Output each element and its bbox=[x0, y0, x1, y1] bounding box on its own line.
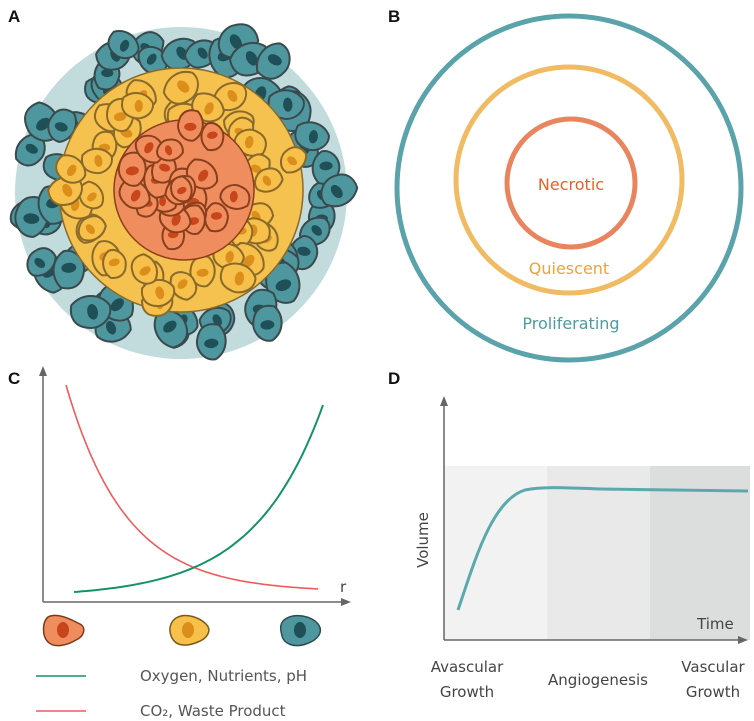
c-y-axis-arrow bbox=[39, 366, 47, 376]
cell bbox=[118, 179, 151, 210]
cell bbox=[279, 146, 308, 174]
necrotic-ring bbox=[504, 116, 638, 250]
necrotic-cell-icon bbox=[42, 614, 85, 647]
d-y-axis-label: Volume bbox=[414, 512, 432, 568]
avascular-phase-shade bbox=[444, 466, 547, 640]
cell bbox=[121, 92, 154, 120]
cell bbox=[134, 134, 165, 164]
c-x-axis-label: r bbox=[340, 578, 347, 596]
panel-d-letter: D bbox=[388, 369, 400, 388]
ring-diagram: Necrotic Quiescent Proliferating bbox=[394, 13, 744, 363]
panel-b-letter: B bbox=[388, 7, 400, 26]
cell bbox=[140, 278, 176, 308]
cell bbox=[255, 42, 291, 80]
cell bbox=[130, 253, 158, 285]
cell bbox=[233, 128, 267, 157]
cell bbox=[169, 271, 198, 301]
cell bbox=[177, 109, 204, 142]
tumor-spheroid-illustration bbox=[9, 23, 359, 361]
gradient-plot: r Oxygen, Nutrients, pH CO₂, Waste Produ… bbox=[36, 366, 351, 720]
vascular-phase-shade bbox=[650, 466, 750, 640]
proliferating-cell-icon bbox=[279, 614, 322, 647]
necrotic-cell-layer bbox=[117, 109, 251, 251]
cell bbox=[153, 309, 189, 349]
quiescent-cell-icon bbox=[169, 614, 210, 646]
cell bbox=[77, 215, 107, 242]
cell bbox=[252, 304, 283, 342]
panel-c-letter: C bbox=[8, 369, 20, 388]
phase-avascular-line2: Growth bbox=[440, 683, 494, 701]
phase-angiogenesis-label: Angiogenesis bbox=[548, 671, 648, 689]
cell bbox=[156, 138, 184, 162]
angiogenesis-phase-shade bbox=[547, 466, 650, 640]
growth-curve-plot: Volume Time Avascular Growth Angiogenesi… bbox=[414, 396, 750, 701]
cell bbox=[189, 255, 216, 288]
cell bbox=[162, 70, 199, 105]
cell bbox=[320, 173, 359, 208]
cell bbox=[254, 167, 284, 193]
cell bbox=[69, 295, 112, 329]
phase-avascular-line1: Avascular bbox=[431, 658, 504, 676]
cell bbox=[80, 147, 113, 175]
cell bbox=[219, 262, 257, 294]
necrotic-label: Necrotic bbox=[538, 175, 604, 194]
d-x-axis-arrow bbox=[738, 636, 748, 644]
phase-vascular-line2: Growth bbox=[686, 683, 740, 701]
cell bbox=[78, 180, 105, 210]
quiescent-ring bbox=[453, 64, 685, 296]
quiescent-label: Quiescent bbox=[529, 259, 609, 278]
cell bbox=[219, 184, 251, 210]
c-x-axis-arrow bbox=[341, 598, 351, 606]
cell bbox=[55, 154, 87, 184]
phase-vascular-line1: Vascular bbox=[681, 658, 745, 676]
proliferating-ring bbox=[394, 13, 744, 363]
legend-oxygen-label: Oxygen, Nutrients, pH bbox=[140, 667, 307, 685]
proliferating-label: Proliferating bbox=[522, 314, 619, 333]
cell bbox=[195, 323, 227, 361]
d-x-axis-label: Time bbox=[696, 615, 734, 633]
cell bbox=[170, 175, 193, 203]
cell bbox=[294, 121, 330, 152]
legend-co2-label: CO₂, Waste Product bbox=[140, 702, 286, 720]
cell bbox=[107, 30, 140, 60]
panel-a-letter: A bbox=[8, 7, 20, 26]
cell bbox=[26, 247, 57, 277]
cell bbox=[102, 249, 127, 279]
cell bbox=[14, 133, 46, 167]
volume-growth-curve bbox=[456, 486, 749, 611]
d-y-axis-arrow bbox=[440, 396, 448, 406]
cell bbox=[200, 122, 225, 152]
co2-waste-curve bbox=[65, 384, 319, 590]
quiescent-cell-layer bbox=[47, 70, 308, 317]
oxygen-nutrients-curve bbox=[73, 404, 324, 593]
